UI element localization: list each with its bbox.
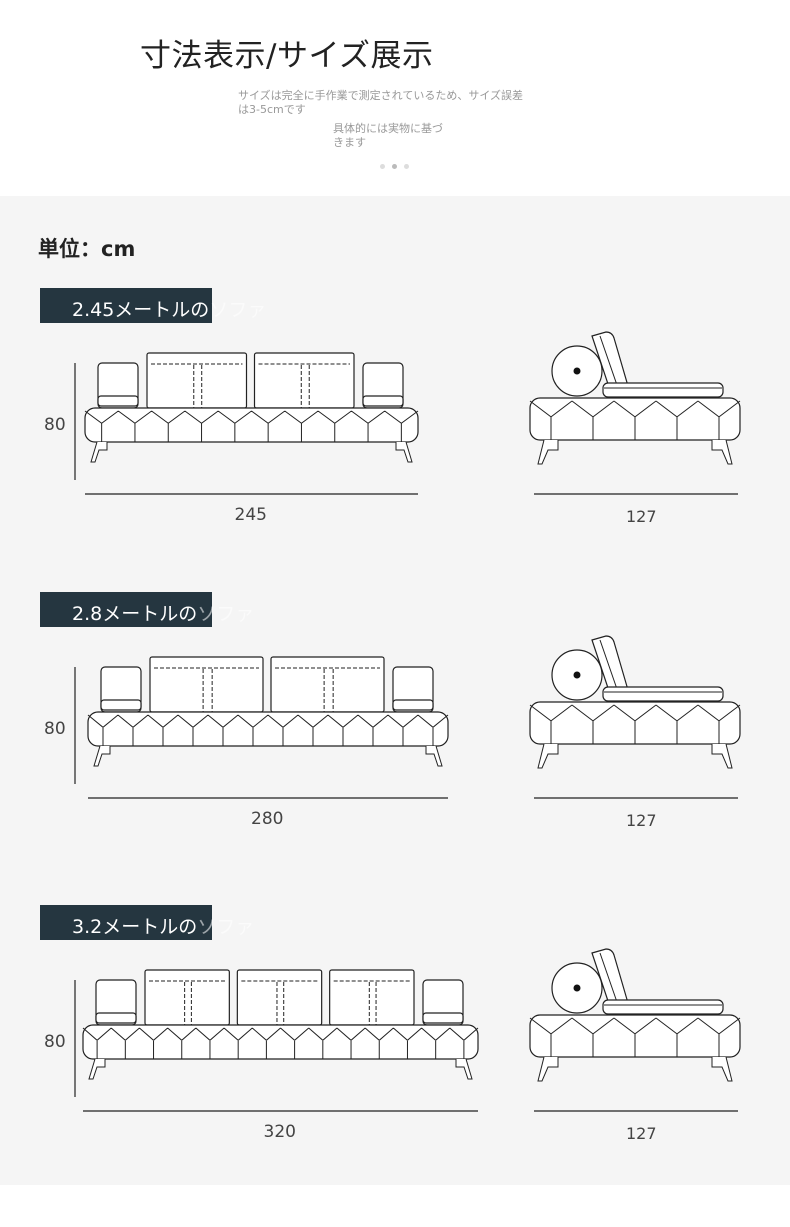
cushion-stitching: [154, 667, 259, 712]
section-title-fade: ソファ: [209, 299, 267, 321]
cushion-stitching: [333, 980, 410, 1025]
sofa-side-view: [529, 635, 741, 799]
leg-left: [90, 441, 108, 463]
seat-base: [87, 711, 449, 747]
note-line: 具体的には実物に基づ: [333, 122, 443, 135]
carousel-dot[interactable]: [404, 164, 409, 169]
leg-right: [711, 743, 733, 769]
height-label: 80: [44, 1032, 66, 1052]
depth-label: 127: [626, 811, 657, 830]
sofa-front-view: [84, 352, 419, 463]
armrest-pad-right: [392, 699, 434, 711]
cushion-stitching: [258, 363, 350, 408]
bolster-center: [573, 671, 581, 679]
back-cushion: [144, 969, 230, 1026]
width-label: 320: [263, 1122, 296, 1142]
section-title-fade: ソファ: [197, 916, 255, 938]
depth-label: 127: [626, 1124, 657, 1143]
carousel-dot[interactable]: [380, 164, 385, 169]
section-title: 3.2メートルのソファ: [72, 912, 254, 939]
section-banner: [40, 592, 212, 627]
cushion-stitching: [275, 667, 380, 712]
cushion-stitching: [151, 363, 243, 408]
cushion-stitching: [149, 980, 226, 1025]
carousel-dot-active[interactable]: [392, 164, 397, 169]
section-title: 2.45メートルのソファ: [72, 295, 266, 322]
sofa-front-view: [87, 656, 449, 767]
leg-left: [88, 1058, 106, 1080]
sofa-drawing: [74, 948, 741, 1112]
armrest-pad-left: [95, 1012, 137, 1024]
note-line: きます: [333, 136, 366, 149]
back-cushion: [329, 969, 415, 1026]
leg-right: [425, 745, 443, 767]
leg-left: [537, 743, 559, 769]
leg-right: [395, 441, 413, 463]
back-cushion: [236, 969, 323, 1026]
tufting-lines: [529, 1017, 741, 1057]
sofa-side-view: [529, 948, 741, 1112]
leg-left: [537, 439, 559, 465]
seat-cushion-side: [602, 686, 724, 702]
sofa-drawing: [74, 635, 741, 799]
leg-left: [537, 1056, 559, 1082]
section-title-fade: ソファ: [197, 603, 255, 625]
tufting-lines: [82, 1027, 479, 1059]
leg-left: [93, 745, 111, 767]
tufting-lines: [529, 704, 741, 744]
seat-cushion-side: [602, 999, 724, 1015]
back-cushion-side: [591, 948, 629, 1008]
note-line: サイズは完全に手作業で測定されているため、サイズ誤差: [238, 89, 524, 102]
armrest-pad-right: [362, 395, 404, 407]
tufting-lines: [87, 714, 449, 746]
sofa-side-view: [529, 331, 741, 495]
bolster-center: [573, 367, 581, 375]
back-cushion: [270, 656, 385, 713]
header-section: 寸法表示/サイズ展示 サイズは完全に手作業で測定されているため、サイズ誤差 は3…: [0, 0, 790, 196]
back-cushion: [149, 656, 264, 713]
section-title-main: 2.8メートルの: [72, 603, 198, 625]
width-label: 280: [251, 809, 284, 829]
back-cushion: [253, 352, 355, 409]
back-cushion: [146, 352, 248, 409]
section-banner: [40, 288, 212, 323]
sofa-front-view: [82, 969, 479, 1080]
section-title-main: 2.45メートルの: [72, 299, 210, 321]
width-label: 245: [234, 505, 267, 525]
depth-label: 127: [626, 507, 657, 526]
cushion-stitching: [241, 980, 318, 1025]
unit-label: 単位：cm: [38, 237, 136, 261]
seat-cushion-side: [602, 382, 724, 398]
armrest-pad-left: [100, 699, 142, 711]
sofa-section: 3.2メートルのソファ 80 320 127: [0, 905, 790, 1205]
tufting-lines: [529, 400, 741, 440]
section-title: 2.8メートルのソファ: [72, 599, 254, 626]
tufting-lines: [84, 410, 419, 442]
height-label: 80: [44, 719, 66, 739]
sofa-drawing: [74, 331, 741, 495]
page-title: 寸法表示/サイズ展示: [140, 38, 434, 74]
sofa-section: 2.45メートルのソファ 80 245 127: [0, 288, 790, 588]
bolster-center: [573, 984, 581, 992]
armrest-pad-right: [422, 1012, 464, 1024]
note-line: は3-5cmです: [238, 103, 306, 116]
leg-right: [711, 439, 733, 465]
height-label: 80: [44, 415, 66, 435]
back-cushion-side: [591, 635, 629, 695]
leg-right: [711, 1056, 733, 1082]
armrest-pad-left: [97, 395, 139, 407]
section-banner: [40, 905, 212, 940]
sofa-section: 2.8メートルのソファ 80 280 127: [0, 592, 790, 892]
section-title-main: 3.2メートルの: [72, 916, 198, 938]
carousel-dots[interactable]: [380, 164, 409, 169]
leg-right: [455, 1058, 473, 1080]
back-cushion-side: [591, 331, 629, 391]
